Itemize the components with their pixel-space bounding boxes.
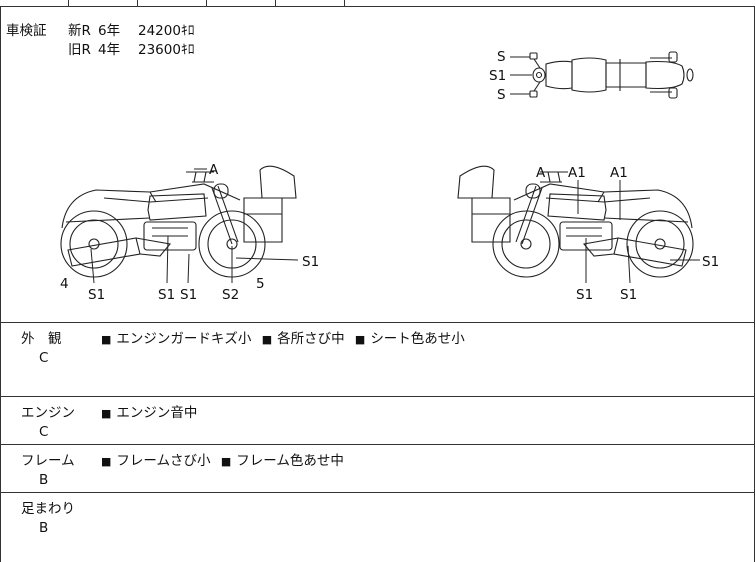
left-label-a: A bbox=[209, 162, 219, 178]
bullet-square-icon: ■ bbox=[101, 333, 112, 346]
left-view-motorcycle bbox=[60, 165, 297, 278]
left-label-s2: S2 bbox=[222, 287, 239, 303]
top-view-leaders bbox=[510, 56, 532, 95]
left-label-s1-lower: S1 bbox=[180, 287, 197, 303]
top-cell bbox=[138, 0, 207, 6]
inspection-label: 車検証 bbox=[6, 23, 47, 39]
note-item: ■ 各所さび中 bbox=[262, 331, 345, 347]
section-grade: C bbox=[39, 350, 49, 366]
inspection-years: 4年 bbox=[98, 42, 121, 58]
inspection-row-old: 旧R 4年 23600ｷﾛ bbox=[68, 41, 194, 59]
note-text: フレーム色あせ中 bbox=[236, 453, 344, 469]
top-cell bbox=[207, 0, 276, 6]
left-label-number-5: 5 bbox=[256, 276, 265, 292]
right-label-s1-exhaust: S1 bbox=[620, 287, 637, 303]
bullet-square-icon: ■ bbox=[354, 333, 366, 346]
section-frame: フレーム B ■ フレームさび小 ■ フレーム色あせ中 bbox=[0, 444, 755, 493]
section-engine: エンジン C ■ エンジン音中 bbox=[0, 396, 755, 445]
left-label-s1-right: S1 bbox=[302, 254, 319, 270]
section-suspension: 足まわり B bbox=[0, 492, 755, 562]
inspection-era: 旧R bbox=[68, 42, 91, 58]
note-text: エンジンガードキズ小 bbox=[116, 331, 252, 347]
top-label-s-upper: S bbox=[497, 49, 506, 65]
right-label-s1-engine: S1 bbox=[576, 287, 593, 303]
note-item: ■ フレームさび小 bbox=[101, 453, 211, 469]
right-view-motorcycle bbox=[457, 165, 694, 278]
right-label-a: A bbox=[536, 165, 546, 181]
right-view-leaders bbox=[548, 171, 700, 284]
section-exterior: 外 観 C ■ エンジンガードキズ小 ■ 各所さび中 ■ シート色あせ小 bbox=[0, 322, 755, 397]
left-label-number-4: 4 bbox=[60, 276, 69, 292]
motorcycle-damage-diagram: S S1 S bbox=[60, 49, 719, 303]
top-label-s-lower: S bbox=[497, 87, 506, 103]
section-notes: ■ エンジン音中 bbox=[101, 403, 203, 424]
top-cell bbox=[0, 0, 69, 6]
section-notes: ■ フレームさび小 ■ フレーム色あせ中 bbox=[101, 451, 350, 472]
note-text: 各所さび中 bbox=[277, 331, 345, 347]
note-item: ■ エンジン音中 bbox=[101, 405, 197, 421]
bullet-square-icon: ■ bbox=[101, 407, 112, 420]
inspection-row-new: 新R 6年 24200ｷﾛ bbox=[68, 22, 194, 40]
section-grade: C bbox=[39, 424, 49, 440]
section-category: フレーム bbox=[21, 453, 75, 469]
inspection-era: 新R bbox=[68, 23, 91, 39]
note-item: ■ エンジンガードキズ小 bbox=[101, 331, 251, 347]
left-label-s1-front: S1 bbox=[88, 287, 105, 303]
left-view-leaders bbox=[90, 168, 299, 284]
bullet-square-icon: ■ bbox=[261, 333, 273, 346]
right-label-s1-right: S1 bbox=[702, 254, 719, 270]
top-table-edge bbox=[0, 0, 755, 6]
section-category: 外 観 bbox=[21, 331, 62, 347]
section-notes: ■ エンジンガードキズ小 ■ 各所さび中 ■ シート色あせ小 bbox=[101, 329, 471, 350]
note-item: ■ シート色あせ小 bbox=[355, 331, 465, 347]
note-text: エンジン音中 bbox=[116, 405, 198, 421]
section-grade: B bbox=[39, 472, 49, 488]
right-label-a1-side: A1 bbox=[610, 165, 628, 181]
note-text: フレームさび小 bbox=[116, 453, 211, 469]
top-cell bbox=[276, 0, 345, 6]
inspection-km: 24200ｷﾛ bbox=[138, 23, 195, 39]
section-category: 足まわり bbox=[21, 501, 75, 517]
note-item: ■ フレーム色あせ中 bbox=[221, 453, 344, 469]
inspection-km: 23600ｷﾛ bbox=[138, 42, 195, 58]
section-category: エンジン bbox=[21, 405, 75, 421]
right-label-a1-tank: A1 bbox=[568, 165, 586, 181]
top-view-motorcycle bbox=[529, 51, 694, 99]
inspection-years: 6年 bbox=[98, 23, 121, 39]
top-label-s1: S1 bbox=[489, 68, 506, 84]
note-text: シート色あせ小 bbox=[370, 331, 465, 347]
bullet-square-icon: ■ bbox=[101, 455, 112, 468]
top-cell bbox=[69, 0, 138, 6]
left-label-s1-engine: S1 bbox=[158, 287, 175, 303]
section-grade: B bbox=[39, 520, 49, 536]
bullet-square-icon: ■ bbox=[220, 455, 232, 468]
